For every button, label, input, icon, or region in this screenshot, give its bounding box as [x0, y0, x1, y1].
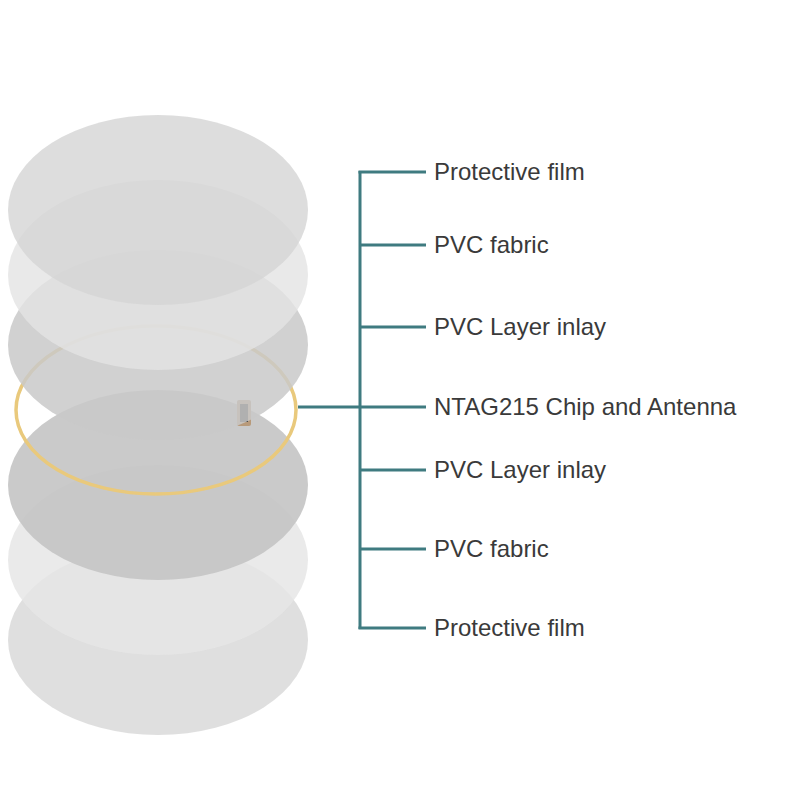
layer-label: PVC fabric	[434, 535, 549, 563]
layer-label: PVC Layer inlay	[434, 456, 606, 484]
layer-label: PVC Layer inlay	[434, 313, 606, 341]
label-bracket	[298, 171, 426, 629]
top-protective-film	[8, 115, 308, 305]
layer-label: PVC fabric	[434, 231, 549, 259]
layer-label: Protective film	[434, 158, 585, 186]
layer-label: Protective film	[434, 614, 585, 642]
layer-label: NTAG215 Chip and Antenna	[434, 393, 736, 421]
